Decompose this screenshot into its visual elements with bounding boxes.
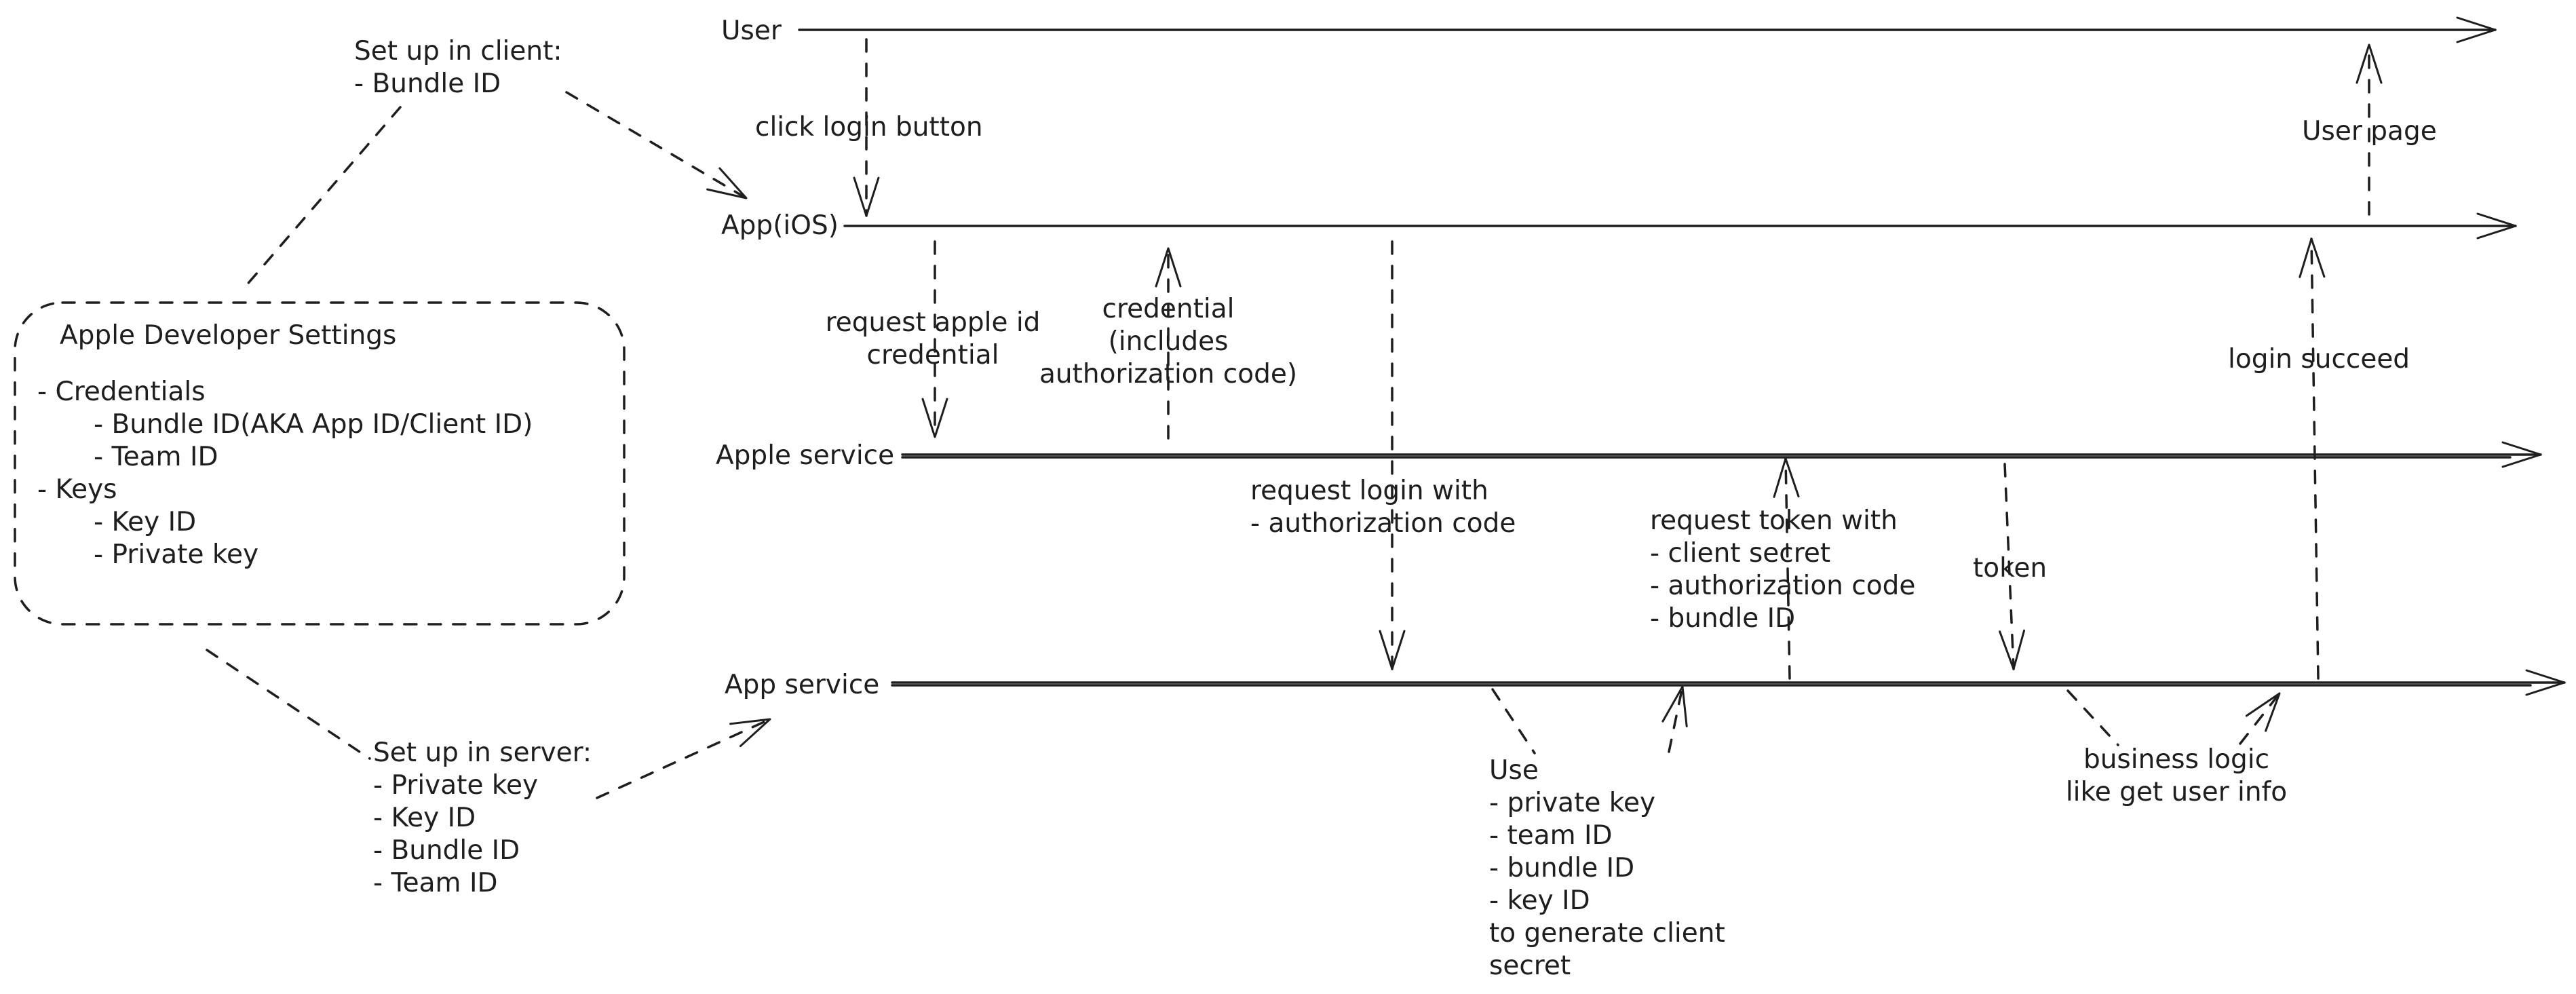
use-note-line: - team ID	[1489, 820, 1613, 851]
lane-label-apple-service: Apple service	[716, 440, 894, 471]
credential-label: authorization code)	[1039, 359, 1297, 389]
client-secret-note: Use - private key - team ID - bundle ID …	[1489, 685, 1725, 981]
credential-label: credential	[1102, 294, 1235, 324]
server-setup-item: - Team ID	[373, 868, 497, 898]
server-setup-item: - Key ID	[373, 803, 476, 833]
token-label: token	[1973, 553, 2047, 584]
settings-credentials: - Credentials	[37, 377, 206, 407]
lane-label-app-service: App service	[725, 670, 879, 700]
request-token-label: - client secret	[1650, 538, 1830, 569]
server-setup-heading: Set up in server:	[373, 738, 592, 768]
request-token-label: - bundle ID	[1650, 603, 1795, 634]
message-request-token: request token with - client secret - aut…	[1650, 457, 1915, 680]
lane-label-user: User	[721, 16, 782, 46]
business-logic-label: like get user info	[2066, 777, 2287, 807]
client-setup-item: - Bundle ID	[354, 69, 501, 99]
message-request-login: request login with - authorization code	[1250, 240, 1516, 670]
lane-label-app-ios: App(iOS)	[721, 210, 839, 241]
server-setup-note: Set up in server: - Private key - Key ID…	[206, 649, 771, 898]
client-setup-note: Set up in client: - Bundle ID	[239, 36, 748, 293]
use-note-line: - key ID	[1489, 885, 1590, 916]
server-setup-item: - Private key	[373, 770, 538, 801]
lifeline-apple-service: Apple service	[716, 440, 2542, 471]
lifeline-app-ios: App(iOS)	[721, 210, 2517, 241]
settings-title: Apple Developer Settings	[60, 320, 396, 351]
message-click-login: click login button	[755, 38, 983, 217]
settings-keys: - Keys	[37, 474, 117, 505]
click-login-label: click login button	[755, 112, 983, 142]
request-token-label: - authorization code	[1650, 571, 1915, 601]
login-succeed-label: login succeed	[2228, 344, 2410, 375]
credential-label: (includes	[1109, 326, 1229, 357]
business-logic-label: business logic	[2083, 744, 2269, 775]
client-setup-heading: Set up in client:	[354, 36, 562, 66]
request-credential-label: credential	[867, 340, 999, 370]
message-login-succeed: login succeed	[2228, 237, 2410, 680]
user-page-label: User page	[2302, 116, 2437, 147]
settings-team-id: - Team ID	[94, 442, 218, 472]
use-note-line: to generate client	[1489, 918, 1725, 949]
apple-developer-settings-box: Apple Developer Settings - Credentials -…	[14, 301, 626, 626]
settings-bundle-id: - Bundle ID(AKA App ID/Client ID)	[94, 409, 533, 440]
business-logic-note: business logic like get user info	[2066, 689, 2287, 807]
request-credential-label: request apple id	[826, 307, 1041, 338]
settings-private-key: - Private key	[94, 539, 258, 570]
message-credential: credential (includes authorization code)	[1039, 247, 1297, 440]
lifeline-user: User	[721, 16, 2497, 46]
request-login-label: - authorization code	[1250, 508, 1516, 539]
message-token: token	[1973, 463, 2047, 670]
lifeline-app-service: App service	[725, 669, 2566, 700]
message-request-credential: request apple id credential	[826, 240, 1041, 438]
message-user-page: User page	[2302, 43, 2437, 216]
use-note-line: - bundle ID	[1489, 853, 1634, 883]
request-token-label: request token with	[1650, 505, 1898, 536]
use-note-line: secret	[1489, 951, 1571, 981]
settings-key-id: - Key ID	[94, 507, 196, 537]
use-note-line: Use	[1489, 755, 1539, 786]
use-note-line: - private key	[1489, 788, 1655, 818]
request-login-label: request login with	[1250, 476, 1488, 506]
server-setup-item: - Bundle ID	[373, 835, 520, 866]
